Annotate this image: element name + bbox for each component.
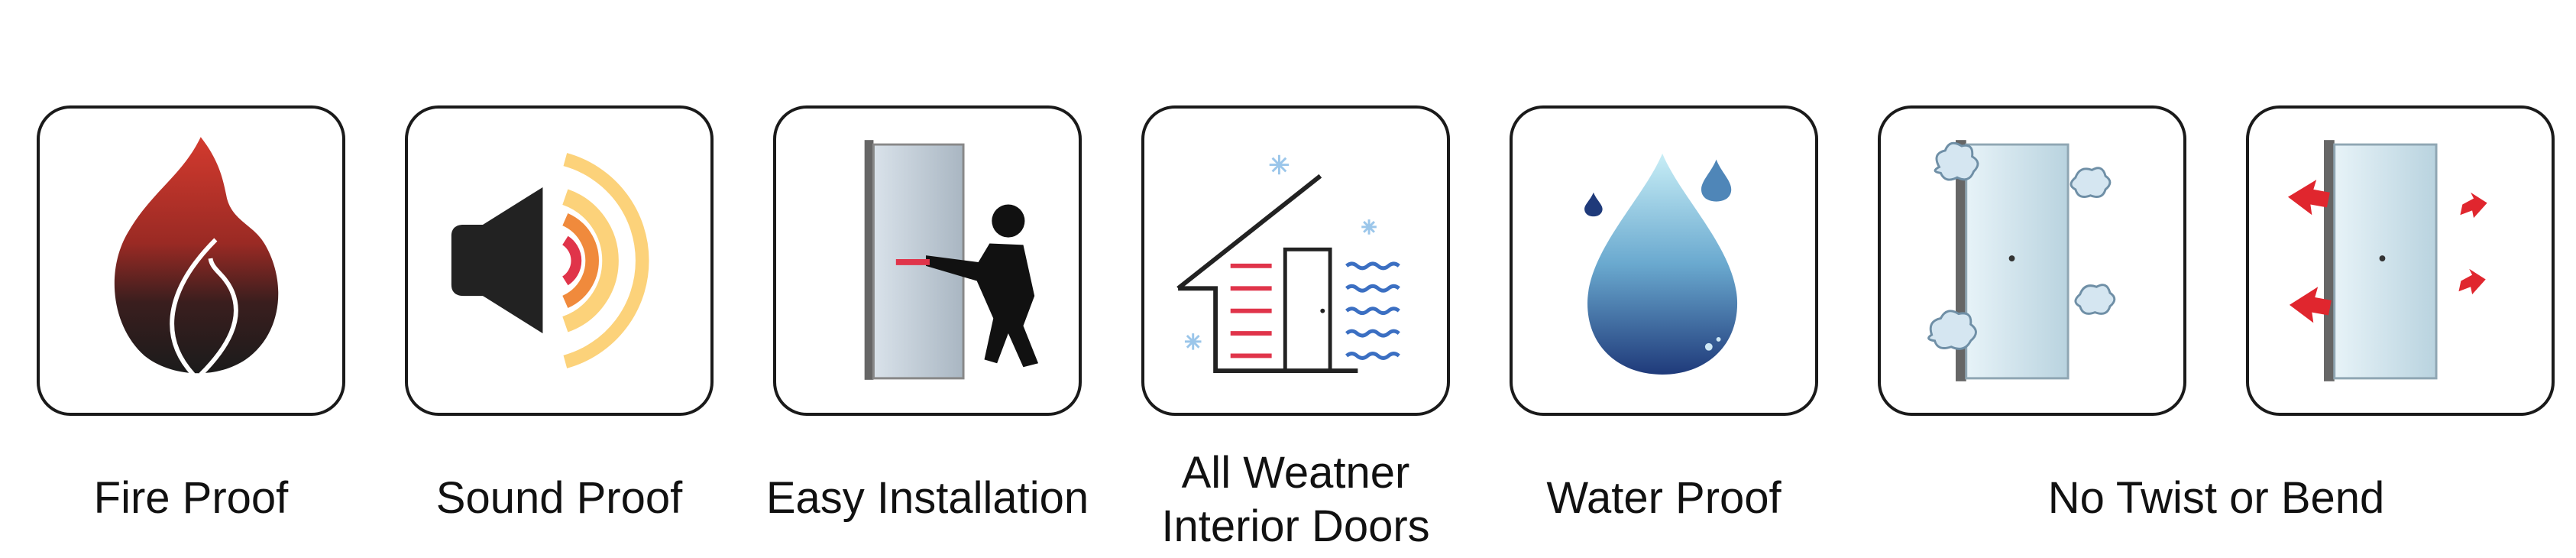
water-proof-tile xyxy=(1510,105,1818,416)
fire-proof-tile xyxy=(37,105,345,416)
no-twist-or-bend-label: No Twist or Bend xyxy=(2047,473,2385,523)
easy-installation-tile xyxy=(773,105,1082,416)
door-arrows-icon xyxy=(2287,140,2487,381)
all-weather-label-line2: Interior Doors xyxy=(1161,501,1430,551)
all-weather-tile xyxy=(1141,105,1450,416)
flame-icon xyxy=(114,137,279,377)
water-proof-label: Water Proof xyxy=(1546,473,1782,523)
all-weather-label: All Weatner Interior Doors xyxy=(1141,446,1450,553)
door-puff-icon xyxy=(1927,140,2116,381)
no-twist-tile xyxy=(1878,105,2186,416)
water-drop-icon xyxy=(1584,153,1738,375)
sound-proof-tile xyxy=(405,105,714,416)
all-weather-label-line1: All Weatner xyxy=(1181,448,1410,498)
sound-proof-label: Sound Proof xyxy=(435,473,683,523)
person-installing-door-icon xyxy=(864,140,1039,380)
house-weather-door-icon xyxy=(1176,154,1400,374)
no-bend-tile xyxy=(2246,105,2555,416)
easy-installation-label: Easy Installation xyxy=(765,473,1089,523)
speaker-sound-icon xyxy=(451,153,649,368)
fire-proof-label: Fire Proof xyxy=(93,473,289,523)
